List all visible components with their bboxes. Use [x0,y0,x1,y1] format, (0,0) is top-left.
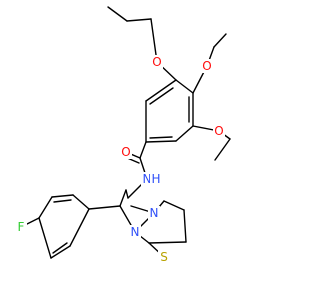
bond [119,189,127,207]
bond [72,194,90,210]
bond [139,141,147,159]
bond [149,87,174,105]
bond [88,205,121,210]
atom-label-f-sub: F [18,220,25,234]
atom-label-n-amide: N [143,172,152,186]
bond [126,18,152,22]
bond [50,245,71,259]
bond [145,79,177,102]
atom-label-n-ring-low: N [131,225,140,239]
atom-label-o-mid: O [202,59,211,73]
bond [175,125,194,142]
atom-label-bg [201,59,213,73]
atom-label-o-right: O [214,124,223,138]
bond [213,33,227,48]
atom-label-h-amide: H [151,172,160,186]
bond [150,18,158,63]
bond [53,199,72,203]
atom-label-bg [151,55,163,69]
atom-label-n-ring: N [150,206,159,220]
bond [38,217,52,259]
atom-label-bg [158,250,170,264]
bond-lines [20,6,231,259]
bond [51,194,74,198]
bond [149,136,173,139]
bond [107,6,128,22]
atom-label-bg [129,225,141,239]
atom-label-bg [213,124,225,138]
bond [145,140,177,143]
bond [38,196,53,219]
atom-label-bg [120,145,132,159]
bond [214,138,231,161]
atom-label-bg [15,220,27,234]
atom-label-bg [148,206,160,220]
atom-label-o-top: O [152,55,161,69]
atom-label-bg [150,172,162,186]
bond [183,209,187,243]
bond [69,208,90,247]
bond [175,79,194,94]
bond [52,242,68,254]
bond [163,200,185,211]
atom-label-o-carbonyl: O [121,145,130,159]
atom-label-s-ring: S [160,250,168,264]
bond [148,241,187,244]
bond [125,189,129,199]
